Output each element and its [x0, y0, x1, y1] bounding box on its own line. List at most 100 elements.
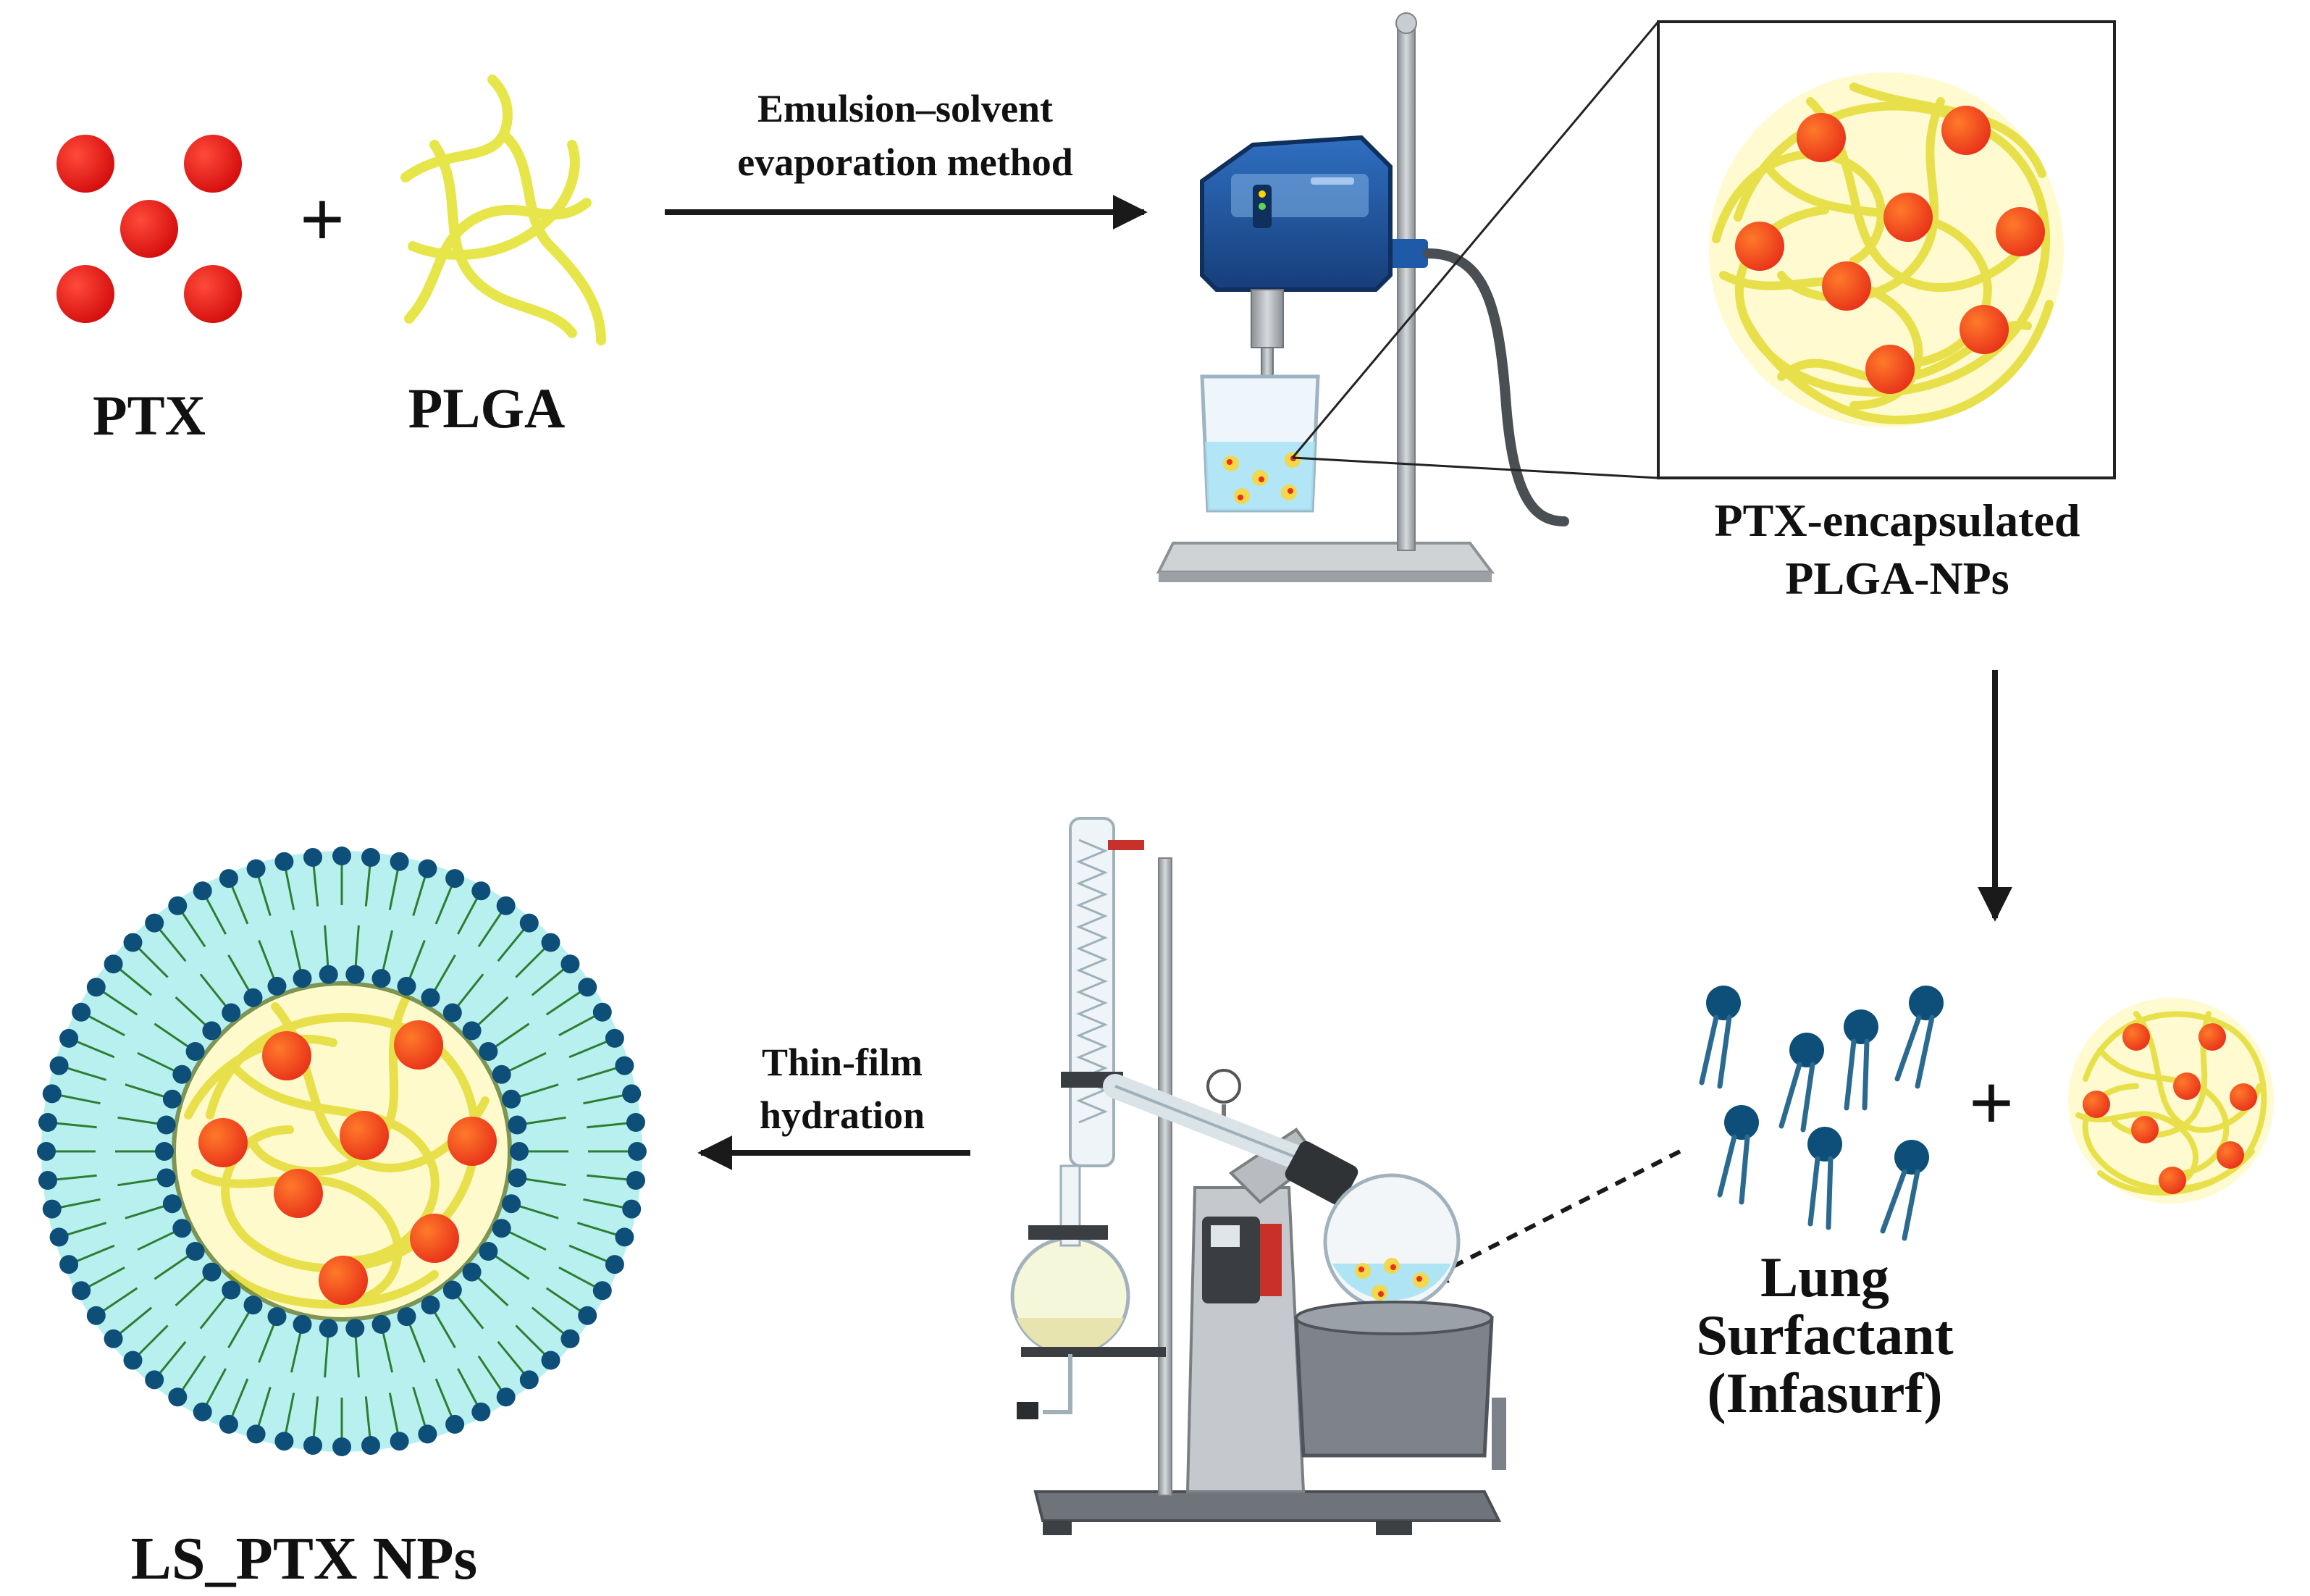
plga-polymer-strands [400, 75, 606, 345]
lipid-head [445, 869, 465, 889]
lipid-head [519, 1370, 539, 1390]
lipid-head [123, 933, 143, 952]
zoom-line-top [1291, 21, 1660, 458]
flask-nanoparticles [1355, 1258, 1429, 1301]
lipid-head [168, 1387, 188, 1407]
plus-sign-2: + [1969, 1059, 2015, 1147]
lipid-head [162, 1194, 182, 1214]
lipid-head [156, 1115, 176, 1135]
plus-sign-1: + [300, 175, 345, 264]
lipid-head [59, 1028, 79, 1048]
lipid-head [418, 1424, 437, 1444]
lipid-head [615, 1056, 634, 1075]
lipid-head [397, 976, 416, 996]
lipid-head [508, 1168, 527, 1188]
lipid-head [445, 1414, 465, 1434]
lipid-head [541, 933, 560, 952]
zoom-line-bottom [1292, 456, 1659, 479]
lipid-head [267, 976, 287, 996]
lipid-head [508, 1115, 527, 1135]
lipid-head [172, 1064, 192, 1084]
surfactant-label-line1: Lung [1760, 1246, 1889, 1309]
lipid-head [59, 1255, 79, 1274]
lipid-head [462, 1262, 482, 1282]
lipid-head [492, 1064, 511, 1084]
product1-label-line1: PTX-encapsulated [1715, 495, 2080, 546]
plga-nanoparticle-large [1709, 72, 2064, 427]
plga-label: PLGA [408, 377, 566, 440]
beaker-nanoparticles [1223, 452, 1301, 504]
lipid-head [502, 1089, 521, 1109]
lipid-head [622, 1084, 642, 1104]
lipid-head [496, 1387, 516, 1407]
dashed-arrow-to-flask [1420, 1149, 1681, 1284]
surfactant-label-line3: (Infasurf) [1708, 1361, 1943, 1424]
lipid-head [274, 1432, 294, 1451]
lipid-head [123, 1351, 143, 1370]
lipid-head [246, 1424, 266, 1444]
lipid-head [219, 1414, 238, 1434]
lipid-head [243, 988, 263, 1007]
lipid-head [86, 1306, 106, 1325]
lipid-head [479, 1042, 498, 1061]
lipid-head [622, 1199, 642, 1219]
lipid-head [193, 881, 212, 901]
lipid-head [267, 1307, 287, 1327]
lipid-head [145, 1370, 164, 1390]
lipid-head [37, 1142, 56, 1161]
lipid-head [38, 1171, 57, 1190]
lipid-head [72, 1002, 91, 1022]
lipid-head [319, 965, 338, 984]
ultrasonic-homogenizer-icon [1156, 12, 1569, 582]
lipid-head [615, 1227, 634, 1247]
lipid-head [560, 954, 580, 974]
lipid-head [168, 896, 188, 915]
lipid-head [371, 1314, 391, 1334]
product1-label-line2: PLGA-NPs [1785, 553, 2009, 604]
lipid-head [222, 1003, 241, 1022]
lipid-head [361, 848, 380, 867]
lipid-head [86, 978, 106, 997]
lipid-head [219, 869, 238, 889]
lipid-head [156, 1168, 176, 1188]
step1-label-line1: Emulsion–solvent [757, 87, 1053, 130]
lipid-head [442, 1280, 462, 1300]
lipid-head [104, 954, 123, 974]
lipid-head [202, 1021, 222, 1041]
lipid-head [145, 913, 164, 933]
lipid-heads [37, 847, 647, 1456]
lipid-head [246, 859, 266, 878]
lipid-head [390, 852, 409, 871]
lipid-head [193, 1402, 212, 1421]
lipid-head [626, 1171, 645, 1190]
lipid-head [462, 1021, 482, 1041]
lipid-head [42, 1084, 62, 1104]
lipid-head [390, 1432, 409, 1451]
lipid-head [155, 1142, 174, 1161]
lipid-head [185, 1042, 205, 1061]
lipid-head [541, 1351, 560, 1370]
lipid-head [345, 965, 365, 984]
ptx-label: PTX [93, 384, 206, 447]
lipid-head [172, 1219, 192, 1238]
lipid-head [605, 1028, 624, 1048]
final-product-label: LS_PTX NPs [131, 1525, 477, 1592]
lipid-head [592, 1281, 612, 1301]
step1-label-line2: evaporation method [737, 140, 1072, 184]
rotary-evaporator-icon [1010, 817, 1506, 1535]
lipid-head [42, 1199, 62, 1219]
lipid-head [421, 988, 440, 1007]
ls-ptx-nanoparticle [37, 847, 647, 1456]
lipid-head [185, 1242, 205, 1261]
lipid-head [471, 881, 491, 901]
lipid-head [202, 1262, 222, 1282]
surfactant-label-line2: Surfactant [1696, 1303, 1953, 1366]
lipid-head [560, 1329, 580, 1348]
lipid-head [293, 1314, 312, 1334]
lipid-head [492, 1219, 511, 1238]
lipid-head [49, 1056, 69, 1075]
lipid-head [222, 1280, 241, 1300]
lipid-head [49, 1227, 69, 1247]
lipid-head [578, 1306, 597, 1325]
